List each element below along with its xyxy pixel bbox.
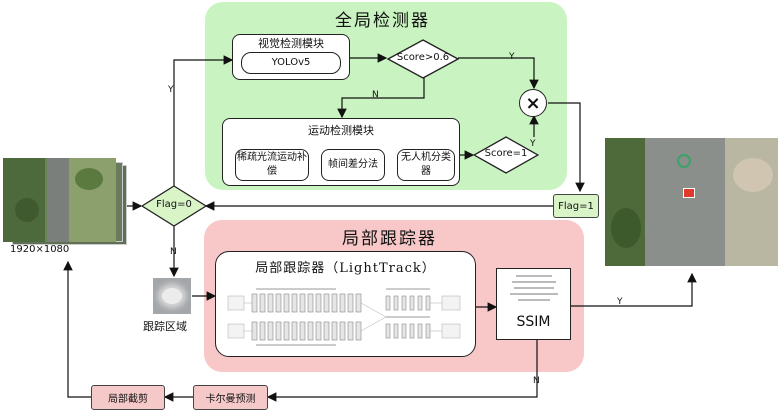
score-threshold-label: Score>0.6 [396, 52, 450, 63]
detected-target-marker [683, 188, 695, 198]
edge-label-scoreeq-yes: Y [530, 139, 536, 149]
edge-label-score-no: N [372, 90, 379, 100]
edge-label-score-yes: Y [509, 52, 515, 62]
edge-label-flag0-no: N [170, 247, 177, 257]
crop-to-input-line [63, 260, 91, 398]
score-threshold-diamond [387, 39, 459, 79]
edge-label-ssim-no: N [533, 376, 540, 386]
yolo-model-box: YOLOv5 [241, 52, 341, 74]
lighttrack-network-box: 局部跟踪器（LightTrack） [215, 251, 476, 357]
output-aerial-image [605, 138, 778, 266]
visual-detection-title: 视觉检测模块 [258, 37, 324, 50]
score-equal-diamond [473, 136, 539, 174]
multiply-node: × [519, 89, 547, 117]
multiply-to-flag1-line [548, 102, 585, 193]
motion-step-drone-classifier: 无人机分类器 [397, 149, 455, 181]
ssim-no-line [266, 340, 538, 402]
score-yes-line [458, 57, 539, 90]
input-aerial-image [3, 158, 116, 242]
flag1-box: Flag=1 [553, 194, 599, 218]
motion-step-frame-diff: 帧间差分法 [321, 149, 385, 181]
flag-to-visual-line [173, 55, 234, 186]
lighttrack-architecture-diagram [227, 288, 461, 346]
motion-detection-title: 运动检测模块 [308, 124, 374, 137]
local-crop-box: 局部截剪 [91, 385, 165, 410]
global-detector-title: 全局检测器 [335, 11, 430, 31]
ssim-yes-line [571, 272, 697, 307]
kalman-prediction-box: 卡尔曼预测 [193, 385, 268, 410]
visual-detection-module: 视觉检测模块 YOLOv5 [232, 34, 350, 80]
tracking-region-thumbnail [153, 278, 191, 314]
flag0-label: Flag=0 [156, 199, 192, 210]
score-no-line [337, 76, 425, 119]
edge-label-flag0-yes: Y [168, 85, 174, 95]
flag0-diamond [141, 185, 207, 227]
input-resolution-label: 1920×1080 [10, 244, 70, 255]
score-equal-label: Score=1 [484, 148, 528, 159]
ssim-label: SSIM [516, 314, 551, 330]
local-tracker-title: 局部跟踪器 [342, 229, 437, 249]
ssim-box: SSIM [496, 268, 571, 340]
ssim-formula-graphic [510, 275, 558, 301]
motion-detection-module: 运动检测模块 稀疏光流运动补偿 帧间差分法 无人机分类器 [222, 118, 460, 186]
multiply-symbol: × [525, 92, 541, 114]
edge-label-ssim-yes: Y [617, 297, 623, 307]
motion-step-compensation: 稀疏光流运动补偿 [235, 149, 309, 181]
lighttrack-network-title: 局部跟踪器（LightTrack） [255, 261, 436, 276]
tracking-region-label: 跟踪区域 [143, 320, 187, 333]
